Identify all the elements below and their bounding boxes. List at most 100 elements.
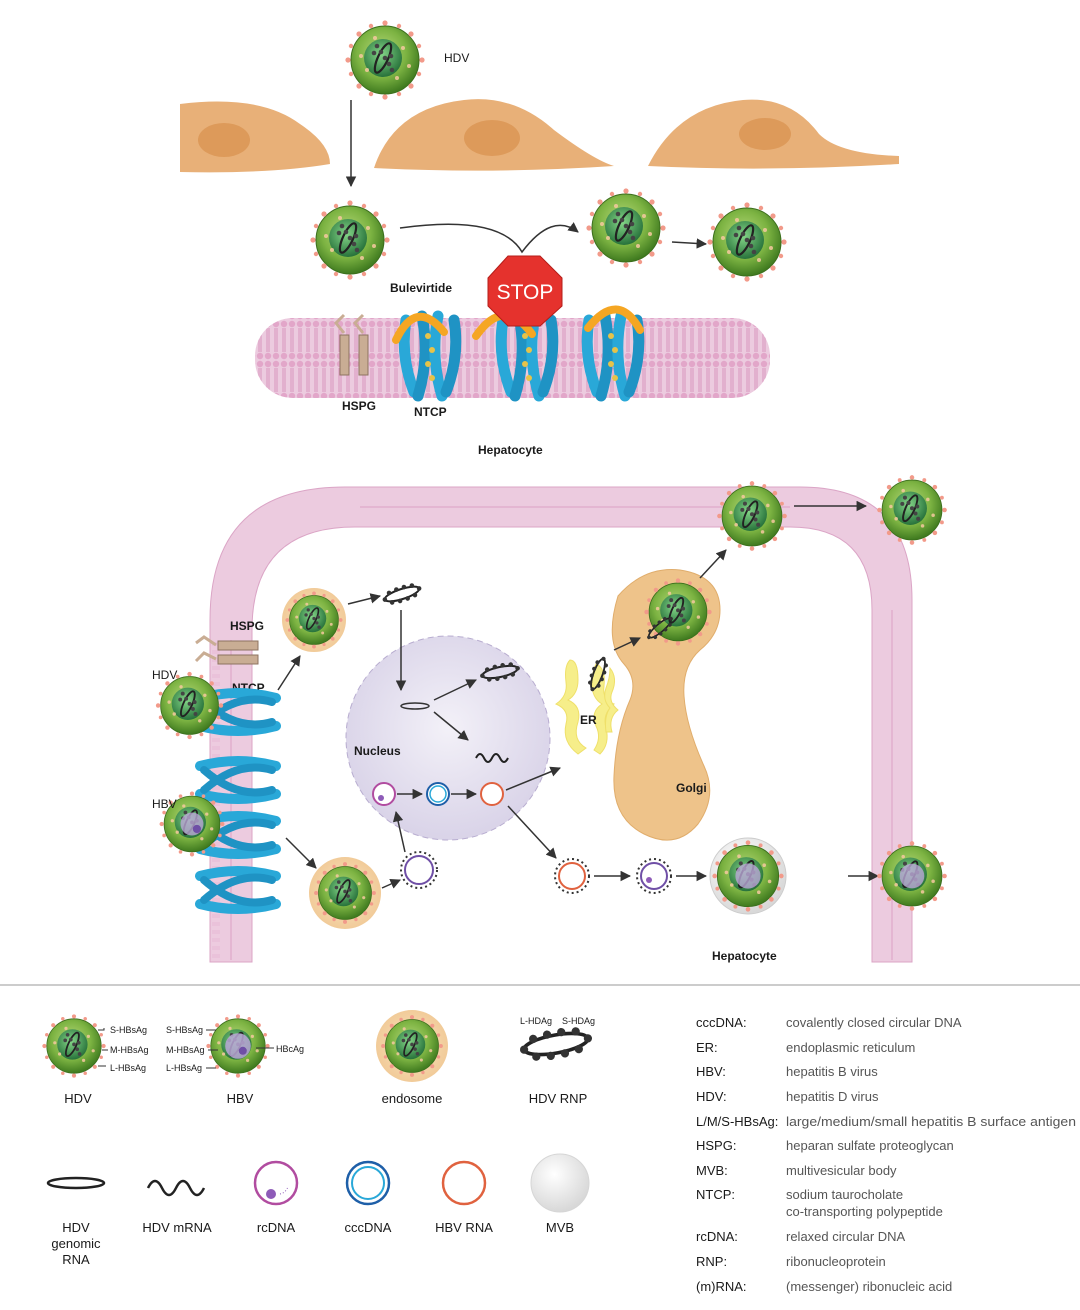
rcdna-nucleus (372, 782, 396, 806)
stop-sign (487, 255, 563, 327)
legend-rnp-l: L-HDAg (520, 1016, 552, 1026)
top-panel: HDV HSPG Bulevirtide NTCP STOP Hepatocyt… (180, 19, 899, 457)
hdv-mrna-nucleus (475, 753, 509, 763)
legend-mvb-icon (530, 1153, 590, 1213)
arrow-hbvrna-to-capsid (507, 805, 557, 859)
legend-hdv-pointers (98, 1028, 108, 1067)
legend-hbv-l: L-HBsAg (166, 1063, 202, 1073)
arrow-er-to-golgi (613, 637, 641, 651)
abbr-value: multivesicular body (786, 1163, 897, 1178)
bottom-hspg-label: HSPG (230, 619, 264, 633)
hbv-virion-entering (158, 790, 226, 858)
abbr-value: hepatitis B virus (786, 1064, 878, 1079)
abbr-value: large/medium/small hepatitis B surface a… (786, 1114, 1076, 1129)
cell-nucleus-center (464, 120, 520, 156)
abbr-key: L/M/S-HBsAg: (696, 1114, 778, 1129)
abbr-key: HDV: (696, 1089, 727, 1104)
hspg-receptor-bottom (194, 635, 259, 665)
legend-genomic-line1: HDV (62, 1220, 90, 1235)
abbr-value: heparan sulfate proteoglycan (786, 1138, 954, 1153)
abbr-value: ribonucleoprotein (786, 1254, 886, 1269)
hdv-genomic-rna-in-nucleus (400, 702, 430, 710)
legend-hdv-m: M-HBsAg (110, 1045, 149, 1055)
arrow-endosome-to-capsid (381, 879, 401, 889)
arrow-capsid-to-nucleus (392, 810, 406, 853)
hdv-released (876, 474, 948, 546)
legend-label-rcdna: rcDNA (257, 1220, 296, 1235)
legend-cccdna-icon (345, 1160, 391, 1206)
legend-label-rnp: HDV RNP (529, 1091, 588, 1106)
abbr-key: rcDNA: (696, 1229, 738, 1244)
abbr-key: HSPG: (696, 1138, 736, 1153)
legend-hbcag: HBcAg (276, 1044, 304, 1054)
cccdna-nucleus (426, 782, 450, 806)
hdv-budding (716, 480, 788, 552)
hbv-released (876, 840, 948, 912)
hbv-rna-capsid (554, 858, 590, 894)
legend-label-cccdna: cccDNA (345, 1220, 392, 1235)
plasma-membrane-outer (209, 486, 913, 963)
bottom-hepatocyte-label: Hepatocyte (712, 949, 777, 963)
legend-genomic-rna-icon (46, 1176, 106, 1190)
abbreviations-list: cccDNA: covalently closed circular DNA E… (696, 1015, 1076, 1294)
legend-rcdna-icon (253, 1160, 299, 1206)
arrow-hbvrna-to-er (505, 766, 561, 791)
legend-rnp-icon (515, 1021, 597, 1067)
hdv-rnp-released (379, 578, 425, 610)
abbr-value: endoplasmic reticulum (786, 1040, 915, 1055)
blocked-entry-arrow (399, 222, 579, 254)
legend-hdv-s: S-HBsAg (110, 1025, 147, 1035)
bottom-hdv-label: HDV (152, 668, 177, 682)
abbr-value: (messenger) ribonucleic acid (786, 1279, 952, 1294)
legend-mrna-icon (146, 1179, 206, 1197)
abbr-key: MVB: (696, 1163, 728, 1178)
legend-label-hdv: HDV (64, 1091, 92, 1106)
arrow-to-mrna (433, 711, 469, 741)
bottom-hbv-label: HBV (152, 797, 177, 811)
cell-nucleus-right (739, 118, 791, 150)
legend: S-HBsAg M-HBsAg L-HBsAg S-HBsAg M-HBsAg … (41, 1010, 1076, 1294)
hbv-in-mvb (711, 839, 785, 913)
arrow-entry-hdv (277, 655, 301, 691)
top-hdv-label: HDV (444, 51, 469, 65)
abbr-key: RNP: (696, 1254, 727, 1269)
bottom-panel: HSPG NTCP HDV HBV Nucle (152, 474, 948, 963)
legend-label-endosome: endosome (382, 1091, 443, 1106)
endoplasmic-reticulum (554, 659, 619, 755)
legend-hbv-m: M-HBsAg (166, 1045, 205, 1055)
nucleus (345, 635, 551, 841)
abbr-key: (m)RNA: (696, 1279, 747, 1294)
arrow-uncoat (347, 593, 382, 605)
legend-label-hbvrna: HBV RNA (435, 1220, 493, 1235)
arrow-to-rnp (433, 679, 477, 701)
legend-label-mrna: HDV mRNA (142, 1220, 212, 1235)
abbr-key: NTCP: (696, 1187, 735, 1202)
hdv-in-endosome (284, 590, 344, 650)
nucleus-label: Nucleus (354, 744, 401, 758)
abbr-value: covalently closed circular DNA (786, 1015, 962, 1030)
abbr-key: cccDNA: (696, 1015, 747, 1030)
abbr-key: HBV: (696, 1064, 726, 1079)
legend-label-hbv: HBV (227, 1091, 254, 1106)
legend-hbv-icon (205, 1013, 271, 1079)
arrow-right-top (671, 238, 708, 249)
legend-rnp-s: S-HDAg (562, 1016, 595, 1026)
abbr-value-cont: co-transporting polypeptide (786, 1204, 943, 1219)
hbv-mature-capsid (636, 858, 672, 894)
hbv-capsid-released (400, 851, 438, 889)
legend-genomic-line2: genomic (51, 1236, 101, 1251)
legend-genomic-line3: RNA (62, 1252, 90, 1267)
hbv-rna-nucleus (480, 782, 504, 806)
legend-label-mvb: MVB (546, 1220, 574, 1235)
hdv-virion-attached (309, 199, 391, 281)
hdv-assembling-golgi (643, 577, 713, 647)
hdv-virion-free-2 (706, 201, 788, 283)
cell-nucleus-left (198, 123, 250, 157)
abbr-value: hepatitis D virus (786, 1089, 879, 1104)
bulevirtide-label: Bulevirtide (390, 281, 452, 295)
abbr-value: relaxed circular DNA (786, 1229, 906, 1244)
golgi-label: Golgi (676, 781, 707, 795)
abbr-value: sodium taurocholate (786, 1187, 903, 1202)
legend-hdv-icon (41, 1013, 107, 1079)
